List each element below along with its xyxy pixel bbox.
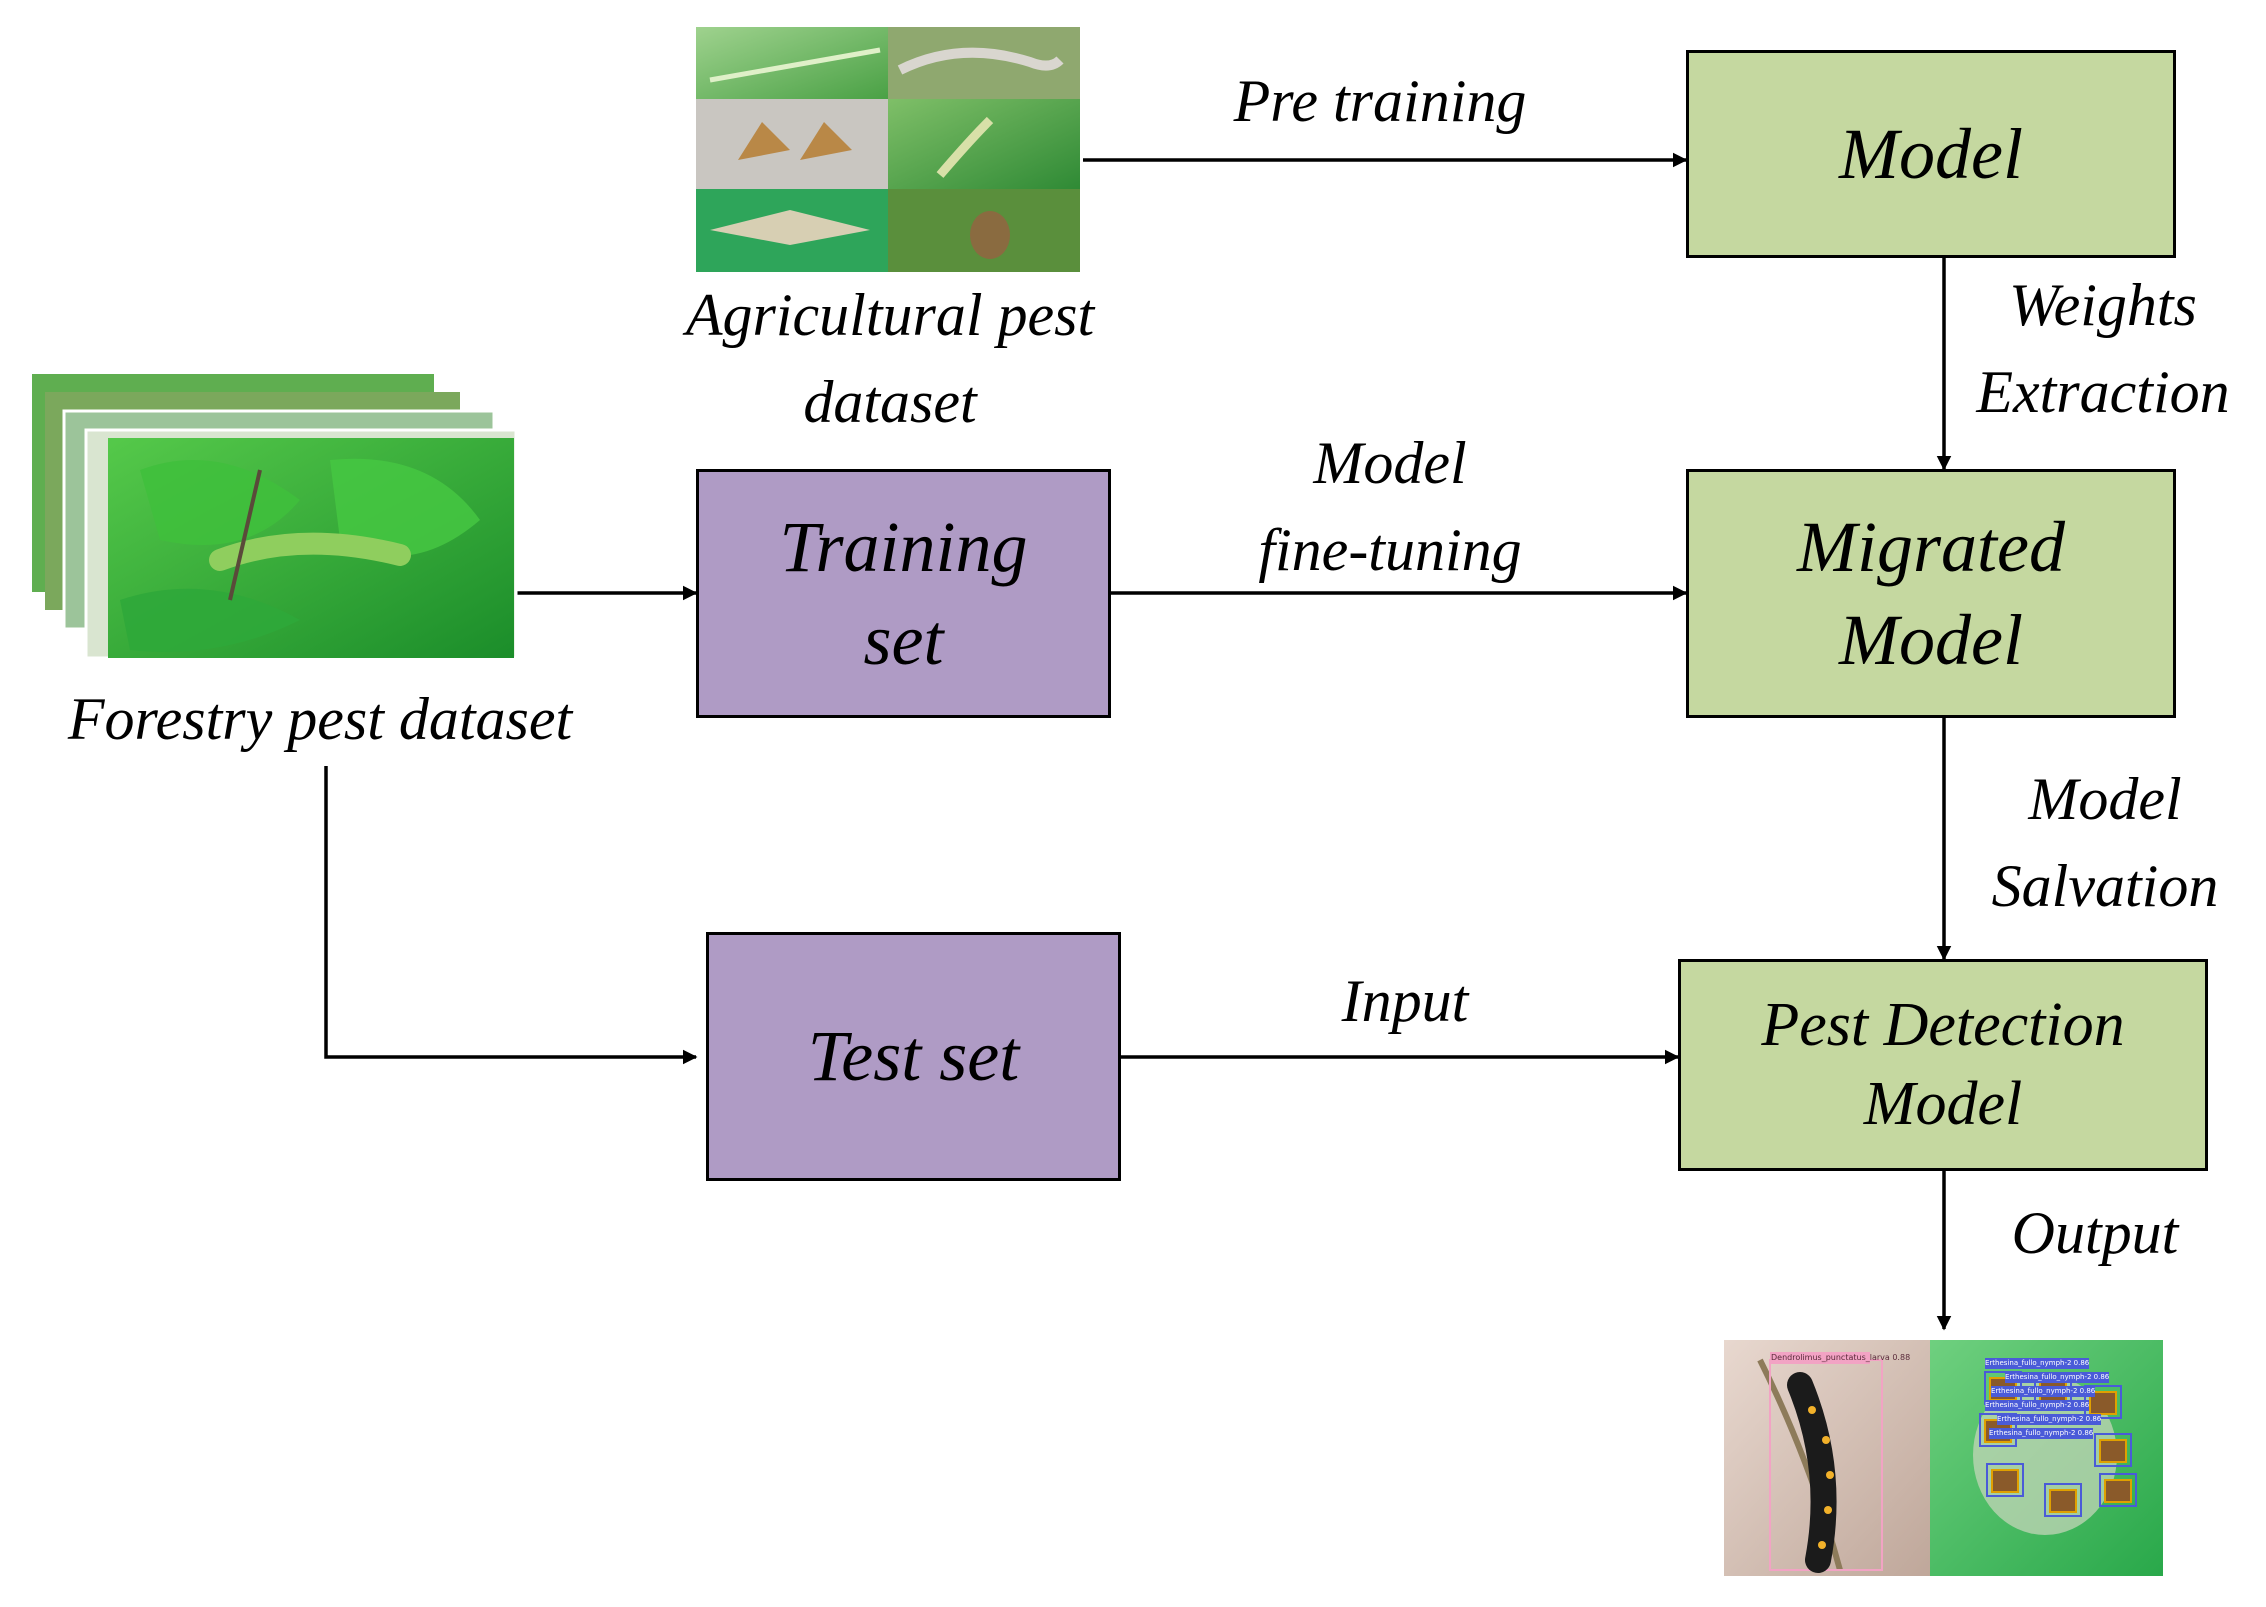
detection-tag: Erthesina_fullo_nymph-2 0.86 <box>1991 1386 2096 1397</box>
model-box-label: Model <box>1839 113 2023 194</box>
agri-line2: dataset <box>803 369 977 435</box>
fine-tuning-line1: Model <box>1313 430 1467 496</box>
agri-line1: Agricultural pest <box>685 282 1095 348</box>
salvation-line2: Salvation <box>1991 853 2219 919</box>
training-set-label-line1: Training <box>779 507 1028 588</box>
pest-detection-label-line2: Model <box>1863 1070 2023 1138</box>
output-label: Output <box>2011 1200 2179 1266</box>
arrows <box>324 152 1952 1331</box>
detection-tag: Erthesina_fullo_nymph-2 0.86 <box>1985 1358 2090 1369</box>
detection-tag: Erthesina_fullo_nymph-2 0.86 <box>1989 1428 2094 1439</box>
weights-line2: Extraction <box>1976 359 2230 425</box>
training-set-box: Training set <box>696 469 1111 718</box>
weights-extraction-label: Weights Extraction <box>1948 262 2258 436</box>
detection-tags-right: Erthesina_fullo_nymph-2 0.86 Erthesina_f… <box>1985 1358 2160 1439</box>
migrated-model-label-line1: Migrated <box>1797 507 2065 588</box>
salvation-line1: Model <box>2028 766 2182 832</box>
agricultural-dataset-label: Agricultural pest dataset <box>600 272 1180 446</box>
migrated-model-box: Migrated Model <box>1686 469 2176 718</box>
detection-tag: Erthesina_fullo_nymph-2 0.86 <box>1997 1414 2102 1425</box>
weights-line1: Weights <box>2009 272 2197 338</box>
test-set-label: Test set <box>807 1016 1020 1097</box>
detection-tag: Erthesina_fullo_nymph-2 0.86 <box>2005 1372 2110 1383</box>
input-label: Input <box>1341 968 1469 1034</box>
forestry-dataset-label: Forestry pest dataset <box>67 686 573 752</box>
fine-tuning-label: Model fine-tuning <box>1180 420 1600 594</box>
model-salvation-label: Model Salvation <box>1950 756 2260 930</box>
pre-training-label: Pre training <box>1233 68 1527 134</box>
agricultural-dataset-image <box>696 27 1080 272</box>
migrated-model-label-line2: Model <box>1839 599 2023 680</box>
forestry-dataset-image <box>32 374 518 660</box>
test-set-box: Test set <box>706 932 1121 1181</box>
detection-tag-left: Dendrolimus_punctatus_larva 0.88 <box>1771 1353 1911 1362</box>
model-box: Model <box>1686 50 2176 258</box>
training-set-label-line2: set <box>863 599 944 680</box>
fine-tuning-line2: fine-tuning <box>1258 517 1522 583</box>
pest-detection-label-line1: Pest Detection <box>1761 990 2125 1059</box>
arrow-dataset-to-test <box>324 766 698 1065</box>
pest-detection-model-box: Pest Detection Model <box>1678 959 2208 1171</box>
detection-tag: Erthesina_fullo_nymph-2 0.86 <box>1985 1400 2090 1411</box>
